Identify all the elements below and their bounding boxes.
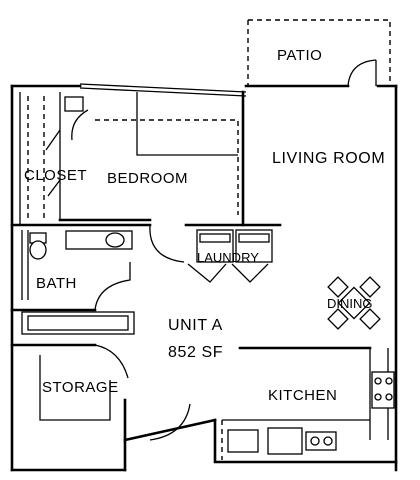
- kitchen: [221, 346, 395, 460]
- unit-area: 852 SF: [168, 344, 223, 361]
- electrical-panel-icon: [64, 96, 84, 112]
- room-label-bath: BATH: [36, 275, 77, 292]
- closet: [27, 92, 84, 220]
- room-label-dining: DINING: [327, 296, 373, 311]
- door-swing-icon: [71, 109, 89, 141]
- cabinet-icon: [267, 427, 303, 455]
- dishwasher-icon: [227, 429, 259, 453]
- bath: [10, 223, 152, 335]
- room-label-kitchen: KITCHEN: [268, 387, 337, 404]
- storage: [10, 343, 191, 442]
- bedroom: [58, 90, 245, 263]
- washer-icon: [196, 229, 234, 263]
- bathtub-icon: [21, 311, 135, 335]
- room-label-storage: STORAGE: [42, 379, 119, 396]
- room-label-closet: CLOSET: [24, 167, 87, 184]
- stove-icon: [371, 371, 395, 409]
- dining-table-icon: [327, 276, 381, 330]
- room-label-patio: PATIO: [277, 47, 322, 64]
- sink-icon: [65, 230, 133, 250]
- room-label-living-room: LIVING ROOM: [272, 150, 385, 167]
- unit-name: UNIT A: [168, 317, 223, 334]
- toilet-icon: [29, 232, 47, 260]
- laundry: [184, 223, 282, 283]
- room-label-laundry: LAUNDRY: [197, 250, 259, 265]
- patio-area: [247, 19, 391, 87]
- room-label-bedroom: BEDROOM: [107, 170, 188, 187]
- double-sink-icon: [305, 431, 337, 451]
- dryer-icon: [235, 229, 273, 263]
